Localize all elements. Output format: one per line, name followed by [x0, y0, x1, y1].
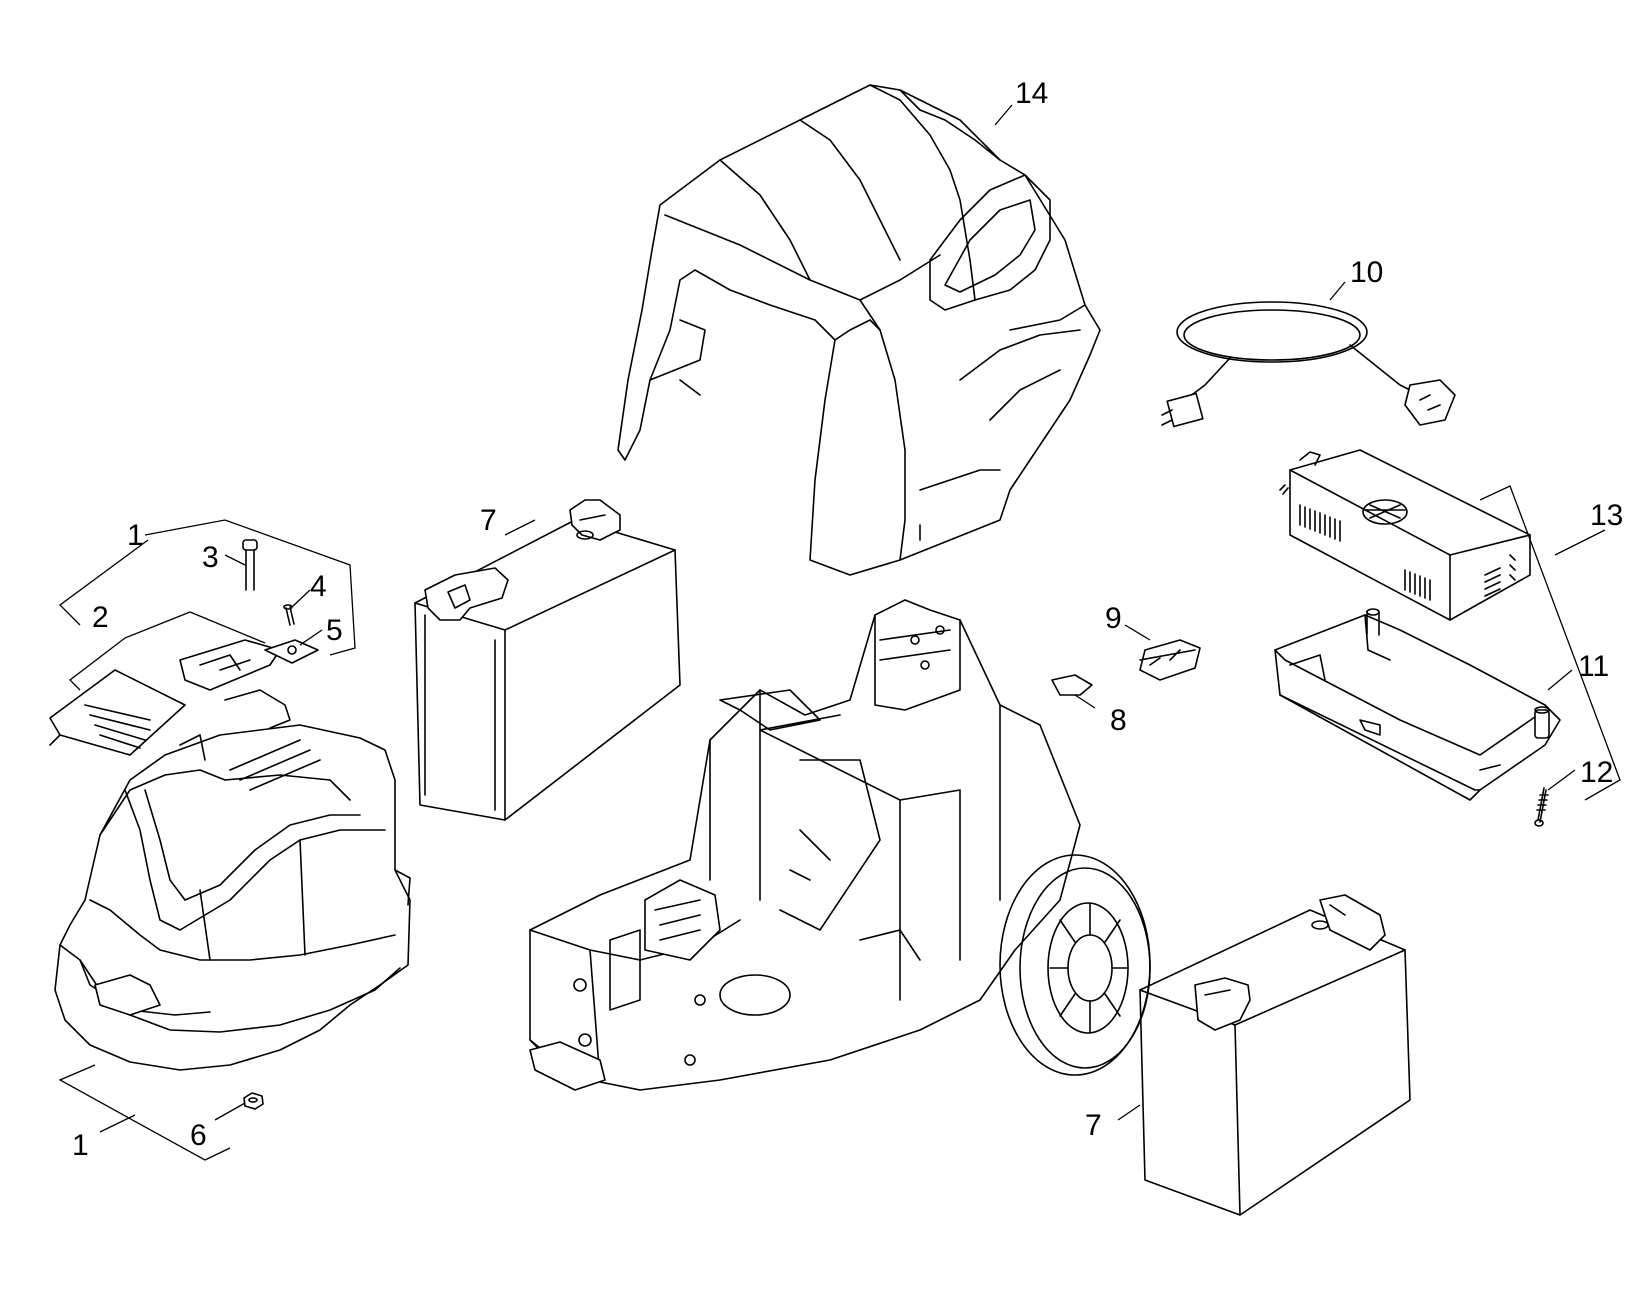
callout-5: 5	[326, 614, 343, 647]
callout-6: 6	[190, 1119, 207, 1152]
callout-14: 14	[1015, 77, 1048, 110]
fuse-part	[1051, 674, 1093, 696]
callout-8: 8	[1110, 704, 1127, 737]
nut-part	[243, 1092, 264, 1110]
tank-part-lower	[1139, 894, 1411, 1216]
callout-3: 3	[202, 541, 219, 574]
callout-4: 4	[310, 570, 327, 603]
callout-1-upper: 1	[127, 519, 144, 552]
pin-part	[242, 539, 258, 591]
callout-1-lower: 1	[72, 1129, 89, 1162]
callout-13: 13	[1590, 499, 1623, 532]
lid-insert-part	[49, 669, 186, 756]
chassis-frame-part	[529, 599, 1081, 1091]
screw-part	[1534, 787, 1549, 827]
callout-7-upper: 7	[480, 504, 497, 537]
callout-11: 11	[1578, 650, 1609, 683]
top-hood-part	[617, 84, 1101, 576]
power-cord-part	[1161, 301, 1456, 428]
wheel-part	[999, 854, 1151, 1076]
leader-lines	[58, 104, 1621, 1161]
callout-10: 10	[1350, 256, 1383, 289]
callout-9: 9	[1105, 602, 1122, 635]
callout-12: 12	[1580, 756, 1613, 789]
front-cover-part	[54, 689, 411, 1071]
callout-2: 2	[92, 601, 109, 634]
housing-tray-part	[1274, 608, 1561, 801]
small-screw-part	[283, 604, 295, 626]
callout-7-lower: 7	[1085, 1109, 1102, 1142]
electronics-housing-part	[1279, 449, 1531, 621]
clip-part	[264, 639, 319, 664]
connector-part	[1139, 639, 1201, 681]
callout-labels: 14 10 13 11 12 9 8 7 7 1 2 3 4 5 1 6	[72, 77, 1623, 1162]
bracket-part	[179, 639, 281, 691]
tank-part-upper	[414, 499, 681, 821]
